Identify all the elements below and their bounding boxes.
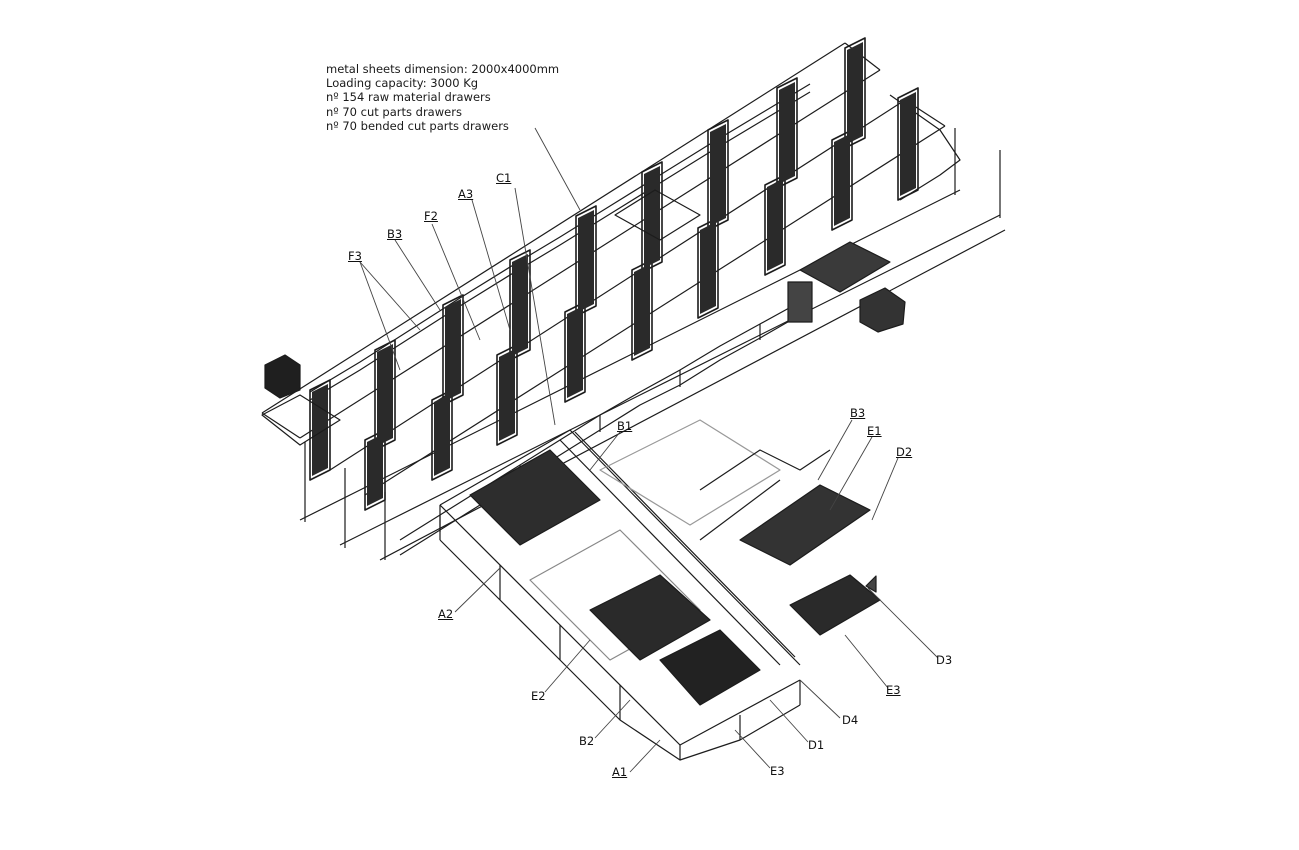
spec-bended-parts-drawers: nº 70 bended cut parts drawers — [326, 118, 509, 133]
label-b2: B2 — [579, 734, 595, 748]
label-f2: F2 — [424, 209, 438, 223]
label-d3: D3 — [936, 653, 953, 667]
cutting-cell — [440, 420, 880, 760]
label-a2: A2 — [438, 607, 454, 621]
label-d4: D4 — [842, 713, 859, 727]
label-b3-right: B3 — [850, 406, 866, 420]
label-c1: C1 — [496, 171, 512, 185]
spec-cut-parts-drawers: nº 70 cut parts drawers — [326, 104, 462, 119]
spec-raw-material-drawers: nº 154 raw material drawers — [326, 90, 491, 105]
label-d2: D2 — [896, 445, 913, 459]
label-a1: A1 — [612, 765, 628, 779]
label-e2: E2 — [531, 689, 546, 703]
label-b1: B1 — [617, 419, 633, 433]
spec-sheet-dimension: metal sheets dimension: 2000x4000mm — [326, 62, 560, 76]
leader-lines — [360, 128, 938, 772]
label-d1: D1 — [808, 738, 825, 752]
spec-loading-capacity: Loading capacity: 3000 Kg — [326, 76, 479, 91]
specification-list: metal sheets dimension: 2000x4000mm Load… — [326, 62, 559, 133]
label-e1: E1 — [867, 424, 882, 438]
drawer-tower-shading — [312, 42, 916, 506]
label-a3: A3 — [458, 187, 474, 201]
label-e3-right: E3 — [886, 683, 901, 697]
label-b3-top: B3 — [387, 227, 403, 241]
label-f3: F3 — [348, 249, 362, 263]
loading-bays — [262, 190, 905, 445]
drawer-towers — [310, 38, 918, 510]
label-e3-bottom: E3 — [770, 764, 785, 778]
